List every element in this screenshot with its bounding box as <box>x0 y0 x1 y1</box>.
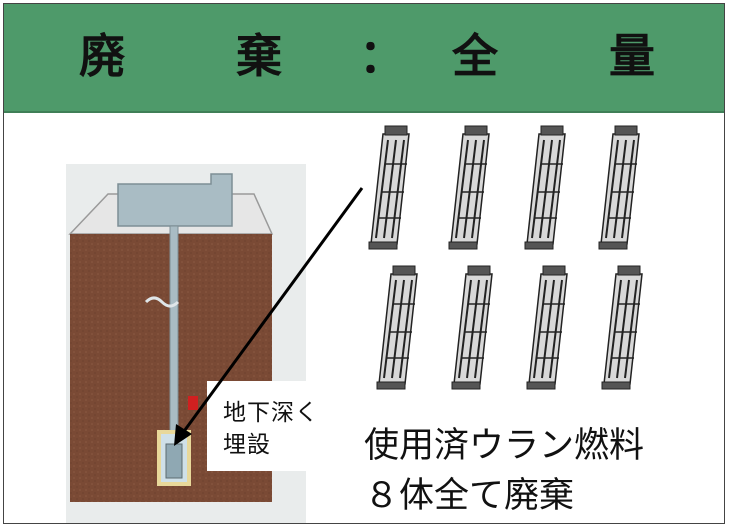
arrow-head <box>174 424 192 446</box>
surface-facility <box>117 173 233 227</box>
depth-break-symbol <box>144 296 180 308</box>
burial-label-line1: 地下深く <box>223 400 319 426</box>
arrow-line <box>180 187 364 435</box>
title-char: ： <box>359 29 405 83</box>
title-char: 全 <box>452 29 498 83</box>
disposal-arrow <box>174 187 364 446</box>
title-bar: 廃 棄 ： 全 量 <box>4 4 724 113</box>
burial-label: 地下深く 埋設 <box>207 381 352 471</box>
caption-line2: ８体全て廃棄 <box>364 476 575 516</box>
slide: 廃 棄 ： 全 量 地下深く 埋設 <box>3 3 725 524</box>
title-char: 棄 <box>236 29 282 83</box>
burial-label-line2: 埋設 <box>223 432 271 458</box>
title-char: 廃 <box>79 29 125 83</box>
red-marker <box>188 396 198 410</box>
buried-fuel <box>165 443 183 479</box>
fuel-caption: 使用済ウラン燃料 ８体全て廃棄 <box>364 421 644 521</box>
title-char: 量 <box>609 29 655 83</box>
caption-line1: 使用済ウラン燃料 <box>364 426 645 466</box>
